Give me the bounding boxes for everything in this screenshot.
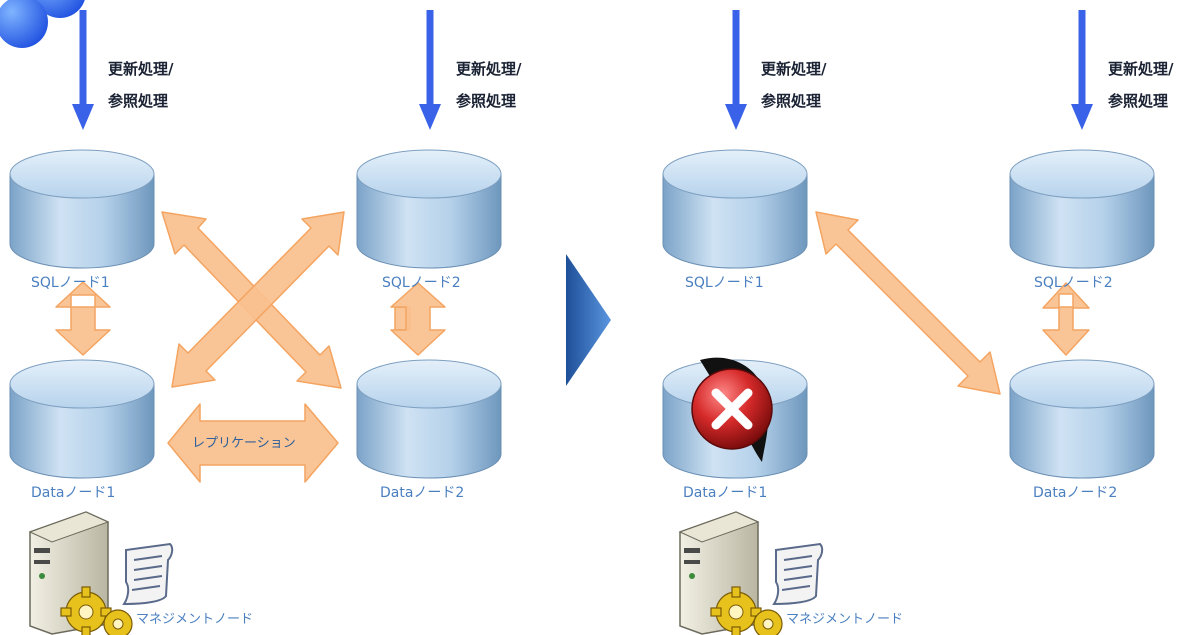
request-label-before-2-line1: 更新処理/ [456, 60, 522, 78]
request-label-after-1-line2: 参照処理 [761, 92, 822, 110]
replication-label: レプリケーション [192, 436, 296, 451]
request-label-after-1-line1: 更新処理/ [761, 60, 827, 78]
failure-x-icon [691, 357, 773, 462]
sql2-data2-arrow-after [1042, 282, 1090, 309]
corner-bubble-icon [0, 0, 85, 48]
request-arrow-after-1 [725, 10, 747, 130]
gear-icon [710, 586, 783, 635]
sql-node-2-cylinder-after [1009, 149, 1155, 269]
data-node-2-label-after: Dataノード2 [1033, 485, 1118, 501]
gear-icon [60, 586, 133, 635]
connection-arrows [55, 211, 1090, 483]
sql1-data1-arrow-shaft [55, 306, 111, 356]
request-arrow-after-2 [1071, 10, 1093, 130]
request-arrow-before-1 [72, 10, 94, 130]
scroll-icon [772, 542, 824, 606]
sql2-data2-double-arrow [390, 282, 446, 356]
sql-node-1-label-before: SQLノード1 [31, 275, 110, 291]
request-arrow-before-2 [419, 10, 441, 130]
transition-arrow-icon [566, 254, 611, 386]
management-node-label-before: マネジメントノード [136, 612, 254, 627]
sql-node-2-cylinder-before [356, 149, 502, 269]
sql2-data2-arrow-after-body [1042, 306, 1090, 356]
data-node-2-cylinder-before [356, 359, 502, 479]
data-node-2-cylinder-after [1009, 359, 1155, 479]
sql-node-2-label-after: SQLノード2 [1034, 275, 1113, 291]
failover-arrow-sql1-data2 [815, 211, 1001, 395]
data-node-2-label-before: Dataノード2 [380, 485, 465, 501]
data-node-1-cylinder-before [9, 359, 155, 479]
request-label-after-2-line1: 更新処理/ [1108, 60, 1174, 78]
sql-node-1-cylinder-after [662, 149, 808, 269]
management-node-icon-before [28, 511, 174, 635]
management-node-label-after: マネジメントノード [786, 612, 904, 627]
management-node-icon-after [678, 511, 824, 635]
data-node-1-label-after: Dataノード1 [683, 485, 768, 501]
request-label-after-2-line2: 参照処理 [1108, 92, 1169, 110]
sql-node-1-cylinder-before [9, 149, 155, 269]
scroll-icon [122, 542, 174, 606]
cross-arrow-sql2-data1 [171, 211, 345, 388]
sql-node-1-label-after: SQLノード1 [685, 275, 764, 291]
request-label-before-2-line2: 参照処理 [456, 92, 517, 110]
request-label-before-1-line1: 更新処理/ [108, 60, 174, 78]
request-arrows [72, 10, 1093, 130]
data-node-1-label-before: Dataノード1 [31, 485, 116, 501]
request-label-before-1-line2: 参照処理 [108, 92, 169, 110]
sql-node-2-label-before: SQLノード2 [382, 275, 461, 291]
sql1-data1-arrow [55, 281, 111, 308]
replication-arrow [167, 403, 339, 483]
